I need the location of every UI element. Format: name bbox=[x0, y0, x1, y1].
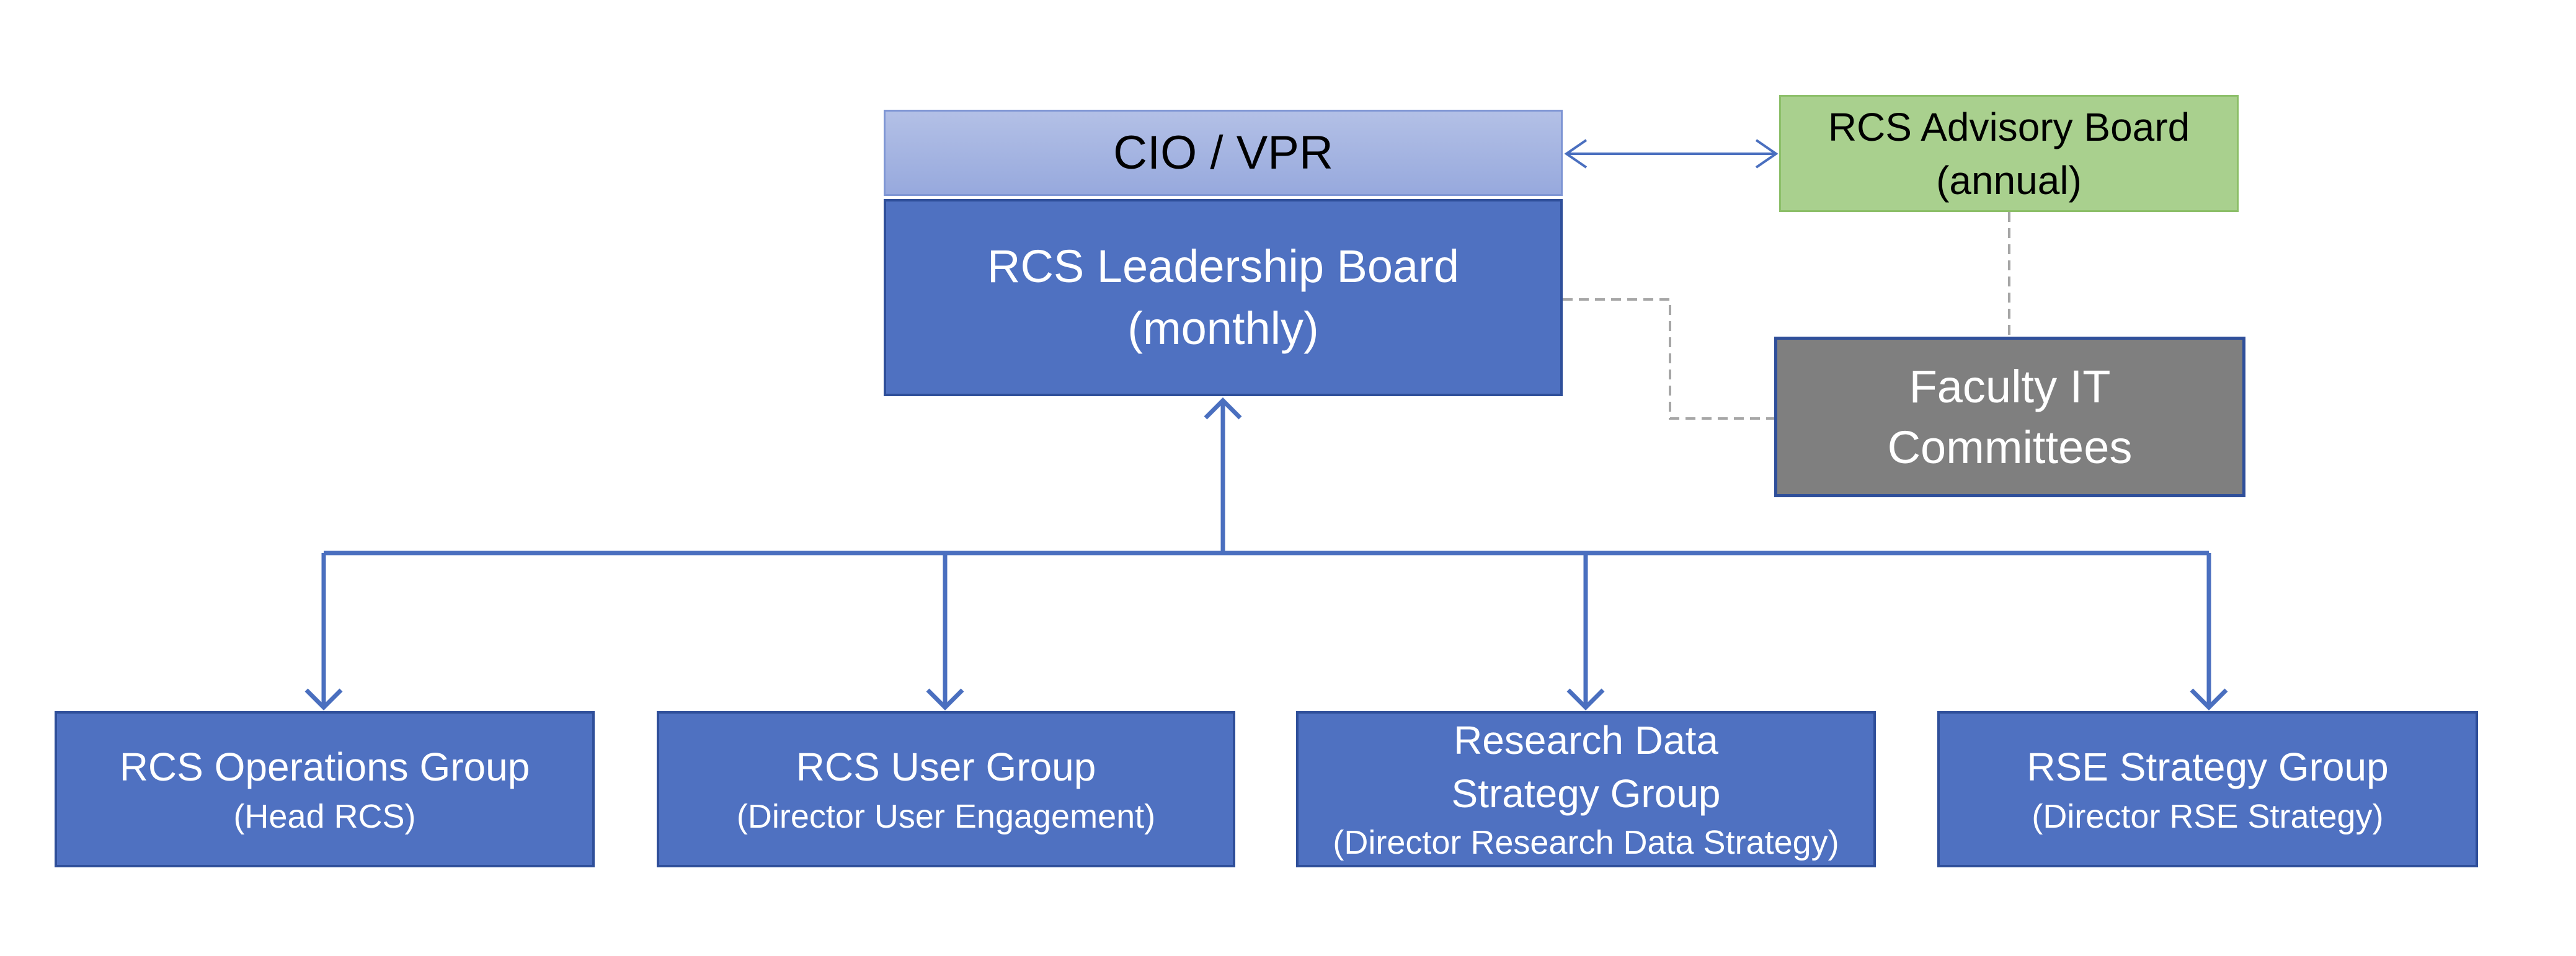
advisory-board-box: RCS Advisory Board (annual) bbox=[1779, 95, 2239, 212]
leadership-board-box: RCS Leadership Board (monthly) bbox=[884, 199, 1563, 396]
operations-group-lead: (Head RCS) bbox=[233, 798, 416, 835]
leadership-board-title: RCS Leadership Board bbox=[987, 241, 1459, 292]
leadership-board-frequency: (monthly) bbox=[1127, 303, 1319, 354]
operations-group-title: RCS Operations Group bbox=[119, 745, 530, 789]
drop-arrow-operations bbox=[304, 553, 343, 710]
rse-group-lead: (Director RSE Strategy) bbox=[2032, 798, 2384, 835]
advisory-board-frequency: (annual) bbox=[1936, 157, 2082, 203]
user-group-box: RCS User Group (Director User Engagement… bbox=[657, 711, 1235, 867]
rse-group-title: RSE Strategy Group bbox=[2027, 745, 2389, 789]
research-data-group-box: Research Data Strategy Group (Director R… bbox=[1296, 711, 1876, 867]
drop-arrow-rse bbox=[2190, 553, 2228, 710]
research-data-lead: (Director Research Data Strategy) bbox=[1333, 824, 1839, 861]
dashed-link-leadership-faculty bbox=[1563, 298, 1774, 420]
drop-arrow-research-data bbox=[1566, 553, 1605, 710]
faculty-it-line2: Committees bbox=[1887, 421, 2133, 473]
trunk-arrow-to-leadership bbox=[1204, 397, 1242, 553]
cio-vpr-box: CIO / VPR bbox=[884, 110, 1563, 196]
double-arrow-cio-advisory bbox=[1564, 139, 1779, 169]
cio-vpr-label: CIO / VPR bbox=[1113, 126, 1333, 179]
user-group-lead: (Director User Engagement) bbox=[736, 798, 1156, 835]
rse-group-box: RSE Strategy Group (Director RSE Strateg… bbox=[1937, 711, 2478, 867]
faculty-it-line1: Faculty IT bbox=[1909, 360, 2111, 412]
advisory-board-title: RCS Advisory Board bbox=[1828, 104, 2190, 149]
research-data-title-line1: Research Data bbox=[1454, 718, 1718, 763]
research-data-title-line2: Strategy Group bbox=[1451, 771, 1721, 816]
faculty-it-committees-box: Faculty IT Committees bbox=[1774, 337, 2245, 497]
user-group-title: RCS User Group bbox=[796, 745, 1096, 789]
drop-arrow-user-group bbox=[926, 553, 964, 710]
operations-group-box: RCS Operations Group (Head RCS) bbox=[55, 711, 595, 867]
